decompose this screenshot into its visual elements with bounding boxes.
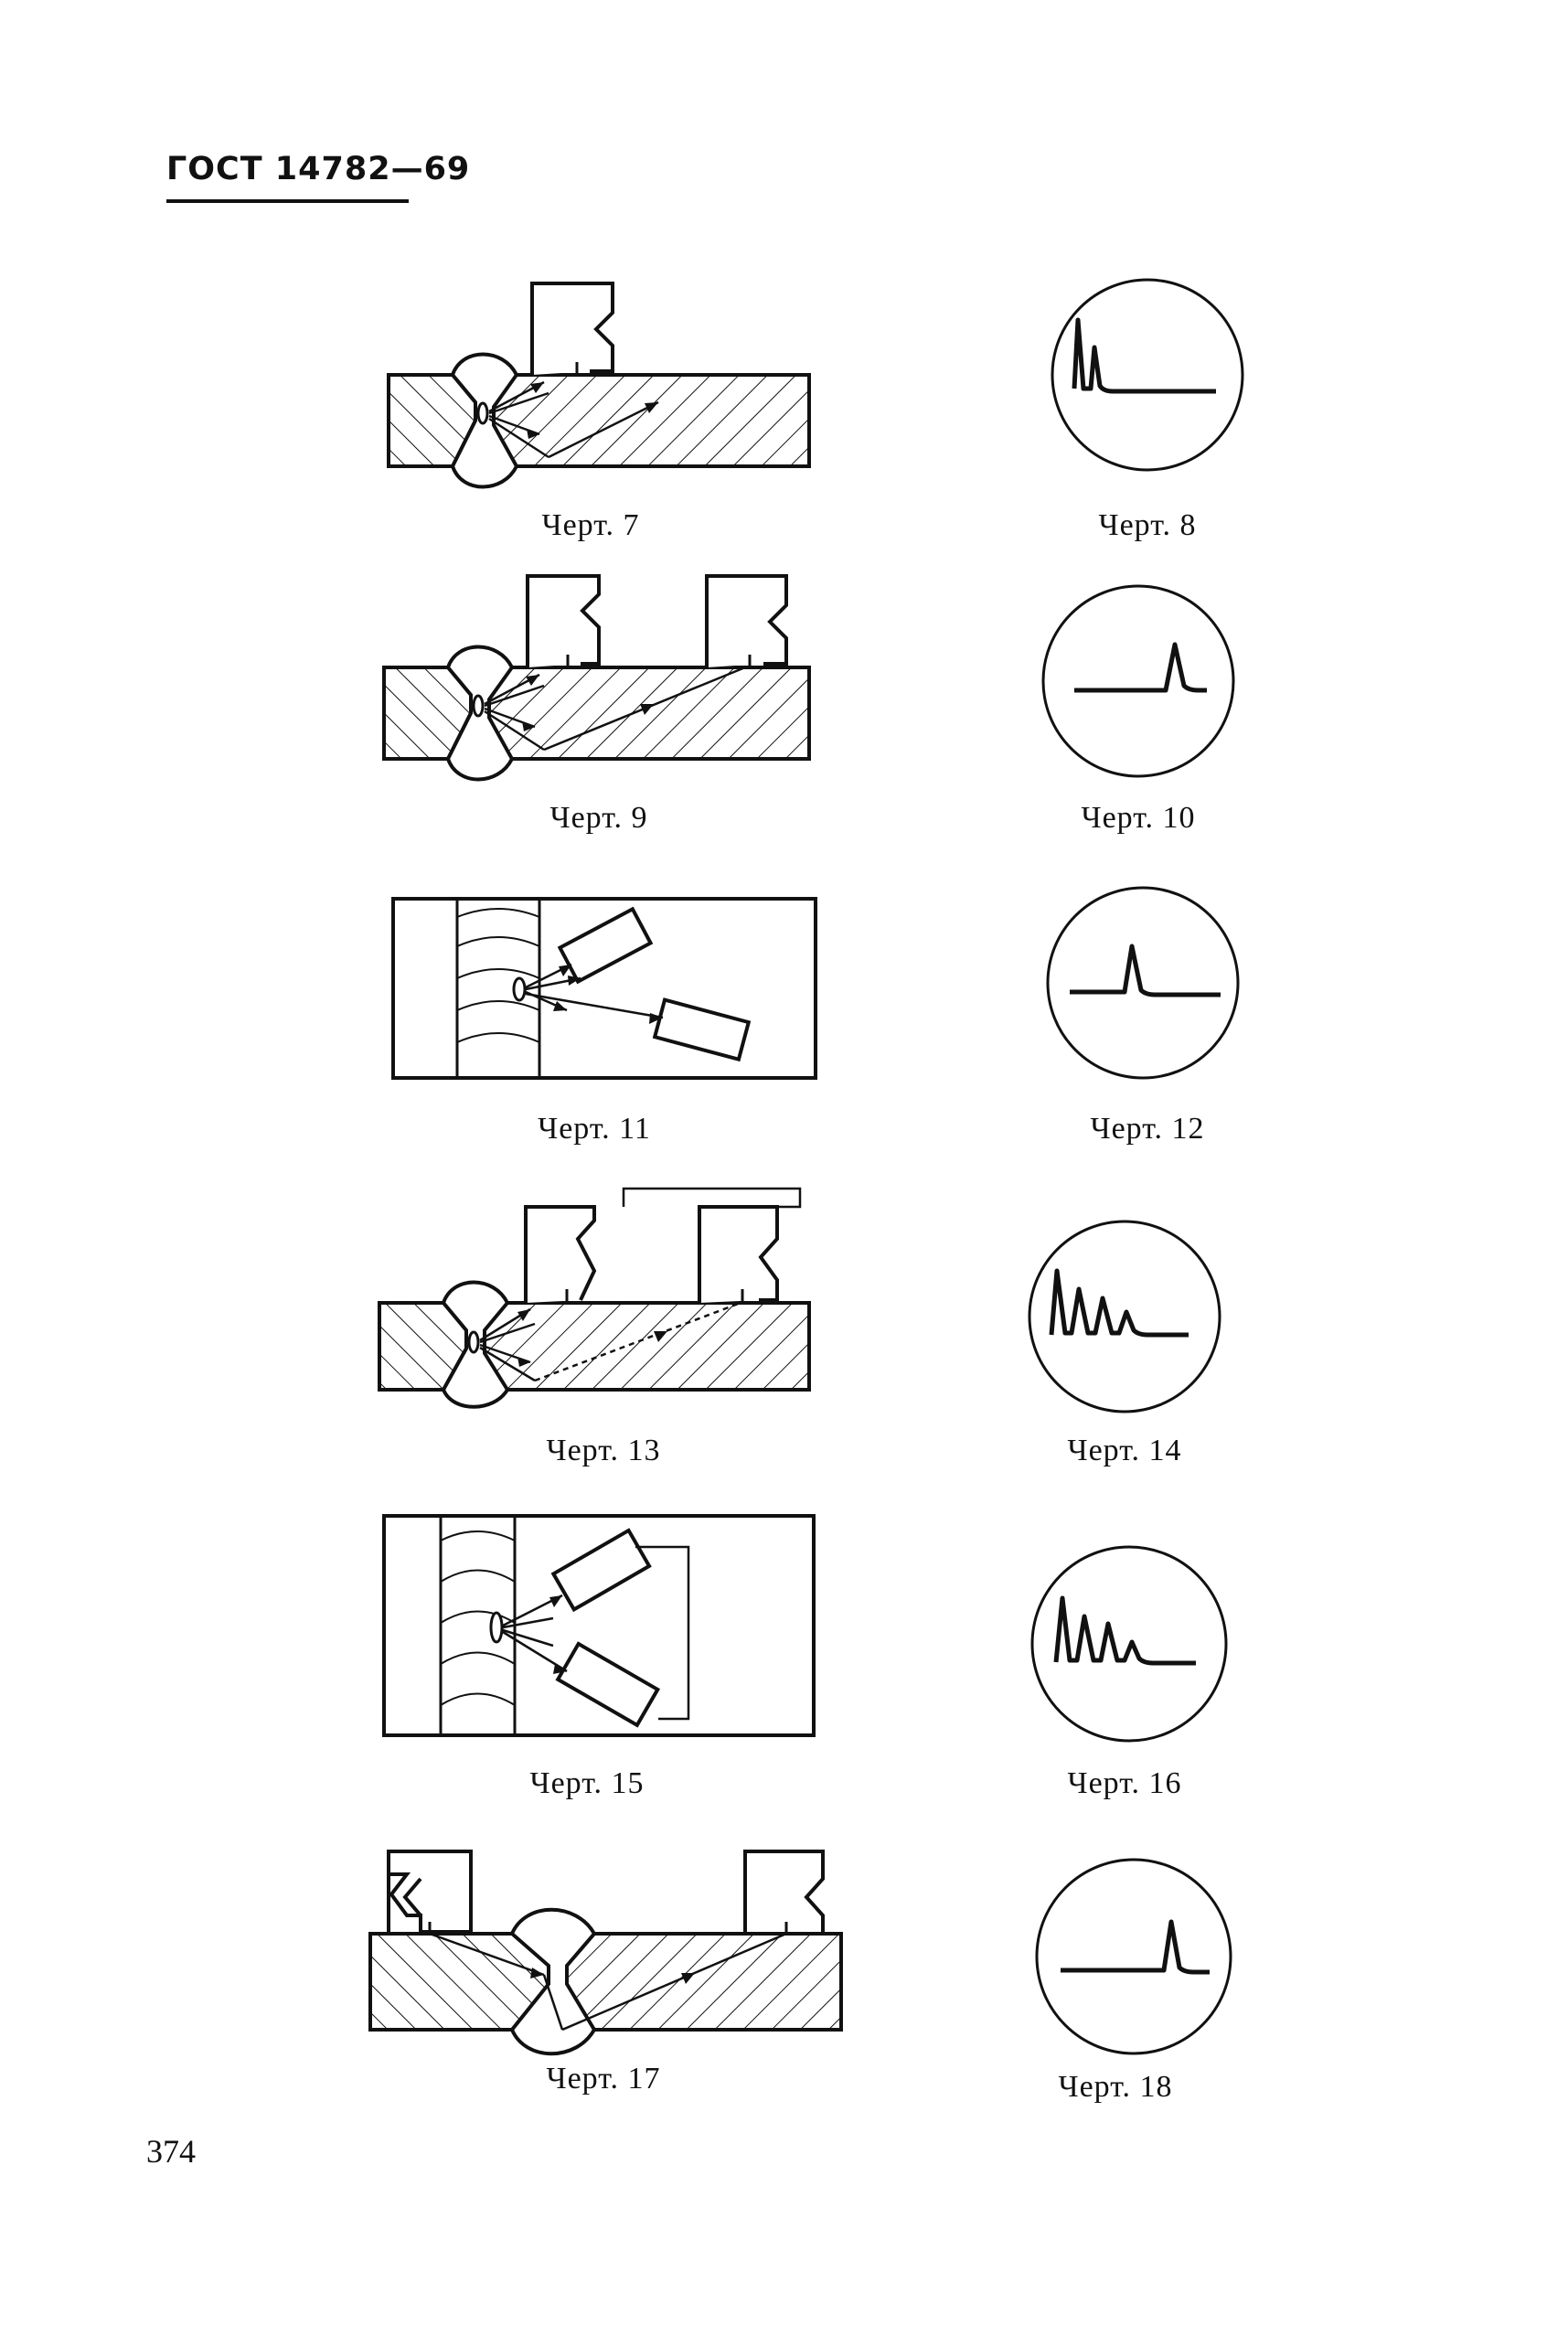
caption-drawing-9: Черт. 9 <box>549 801 648 835</box>
drawing-10-screen-single-peak <box>1038 581 1239 782</box>
drawing-9-weld-two-probes <box>379 567 818 786</box>
caption-drawing-8: Черт. 8 <box>1098 508 1197 542</box>
drawing-14-screen-multiple-peaks <box>1024 1216 1225 1417</box>
caption-drawing-18: Черт. 18 <box>1058 2070 1173 2104</box>
drawing-17-weld-probes-both-sides <box>366 1838 850 2057</box>
caption-drawing-12: Черт. 12 <box>1090 1112 1205 1146</box>
drawing-18-screen-single-peak <box>1029 1856 1239 2057</box>
drawing-11-top-view-two-probes <box>389 891 827 1083</box>
caption-drawing-17: Черт. 17 <box>546 2062 661 2096</box>
drawing-12-screen-single-peak <box>1042 882 1243 1083</box>
caption-drawing-13: Черт. 13 <box>546 1434 661 1467</box>
document-header: ГОСТ 14782—69 <box>166 151 471 187</box>
page-number: 374 <box>146 2133 196 2170</box>
caption-drawing-15: Черт. 15 <box>529 1766 645 1800</box>
drawing-15-top-view-tandem-probes <box>379 1509 827 1746</box>
drawing-16-screen-multiple-peaks <box>1024 1543 1234 1744</box>
caption-drawing-16: Черт. 16 <box>1067 1766 1182 1800</box>
drawing-13-weld-tandem-probes <box>375 1179 823 1409</box>
drawing-7-weld-single-probe <box>384 274 823 494</box>
caption-drawing-14: Черт. 14 <box>1067 1434 1182 1467</box>
caption-drawing-11: Черт. 11 <box>538 1112 651 1146</box>
header-underline <box>166 199 409 203</box>
drawing-8-screen-two-peaks <box>1047 274 1248 475</box>
caption-drawing-7: Черт. 7 <box>541 508 640 542</box>
caption-drawing-10: Черт. 10 <box>1081 801 1196 835</box>
